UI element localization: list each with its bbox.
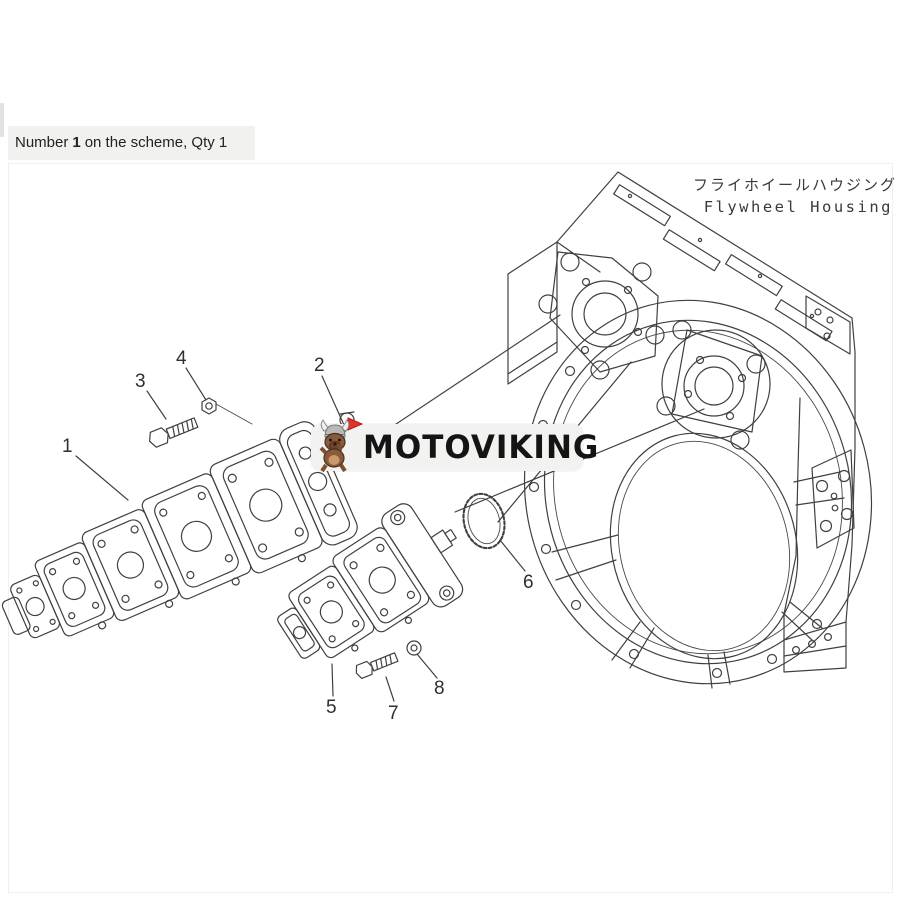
watermark-pill: MOTOVIKING [311, 424, 598, 471]
washer-8-drawing [406, 640, 422, 656]
scheme-label-number: 1 [72, 134, 81, 151]
callout-6: 6 [523, 572, 534, 593]
viking-dog-mascot-icon [319, 417, 364, 473]
assembly-lines [356, 314, 705, 523]
scheme-label-prefix: Number [15, 134, 69, 151]
nut-4-drawing [201, 397, 253, 425]
callout-8: 8 [434, 678, 445, 699]
product-image-container [8, 163, 893, 893]
callout-leader-lines [75, 367, 526, 702]
watermark-text: MOTOVIKING [363, 429, 600, 467]
callout-3: 3 [135, 371, 146, 392]
callout-7: 7 [388, 703, 399, 724]
bolt-7-drawing [355, 652, 399, 680]
title-japanese: フライホイールハウジング [693, 176, 898, 194]
title-english: Flywheel Housing [703, 198, 893, 216]
pump-assembly-1-drawing [1, 421, 358, 639]
bolt-3-drawing [149, 417, 199, 448]
callout-5: 5 [326, 697, 337, 718]
callout-1: 1 [62, 436, 73, 457]
callout-2: 2 [314, 355, 325, 376]
scheme-label-suffix: on the scheme, Qty 1 [84, 134, 228, 151]
callout-4: 4 [176, 348, 187, 369]
pump-assembly-5-drawing [277, 503, 464, 659]
flywheel-housing-drawing [507, 171, 873, 689]
page-edge-sliver [0, 103, 4, 137]
